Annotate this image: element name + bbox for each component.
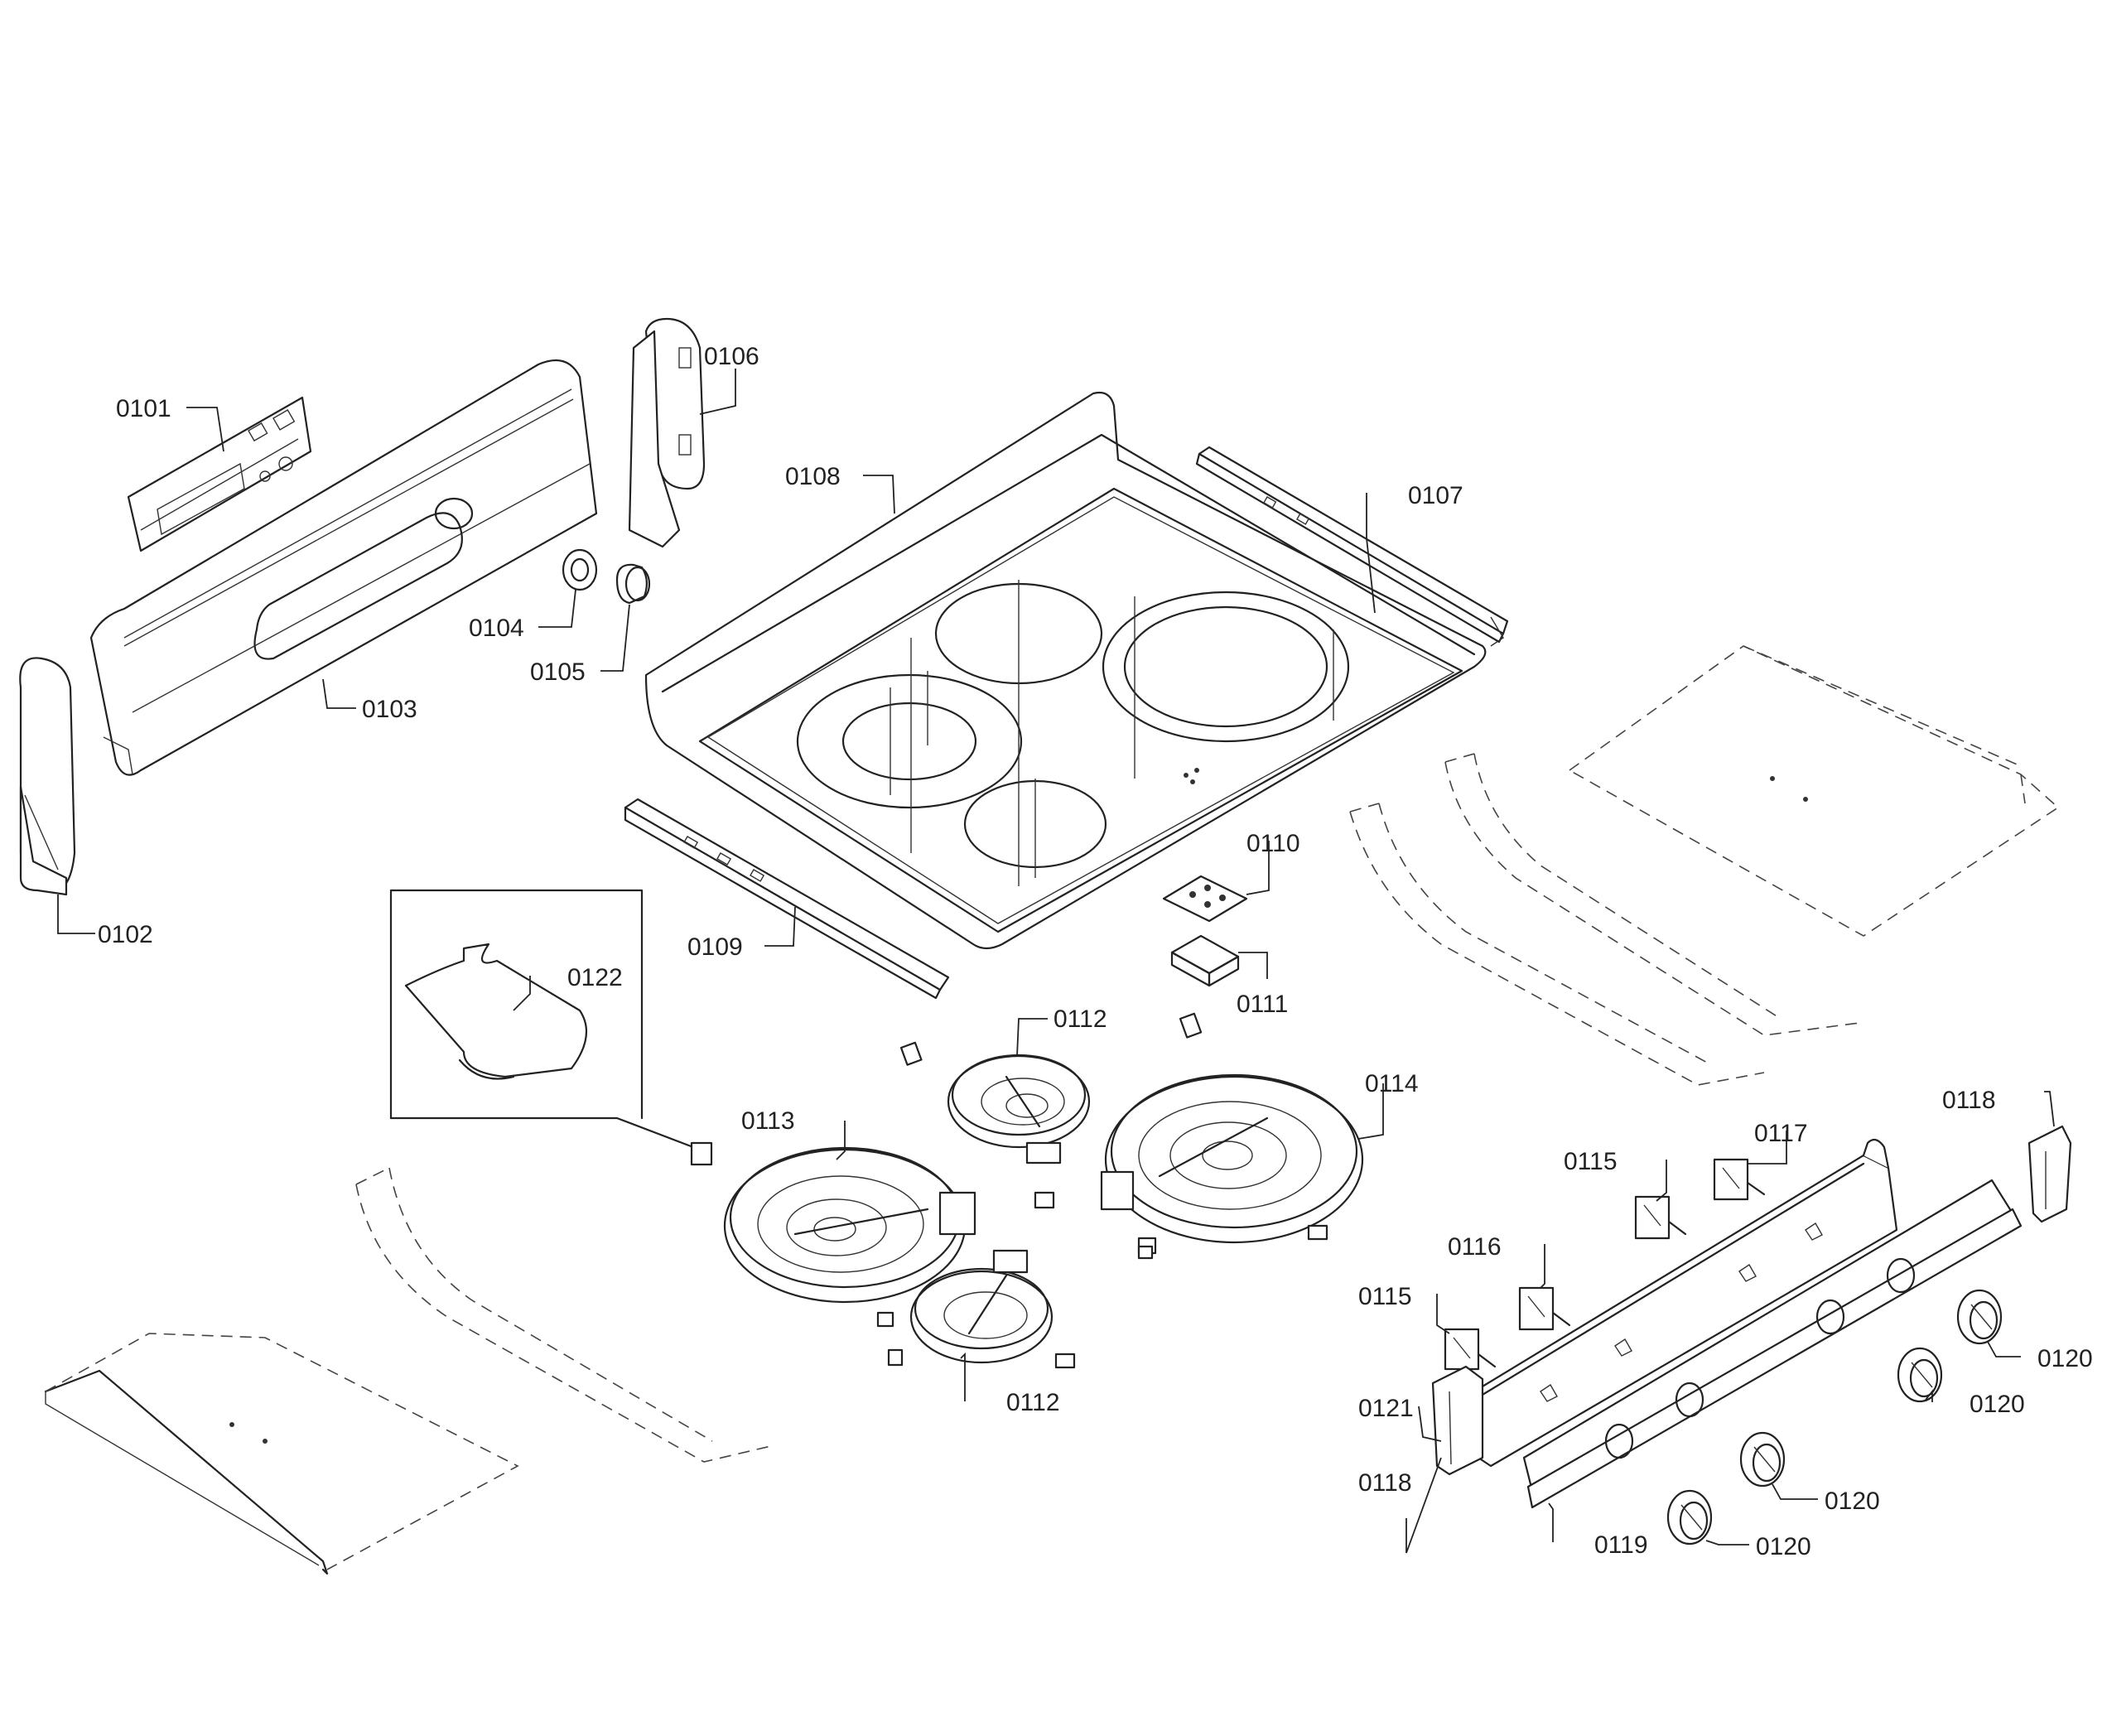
- part-0105-knob: [615, 563, 651, 605]
- side-panel-left-strip: [355, 1167, 775, 1463]
- part-0110-indicator-light: [1162, 875, 1248, 923]
- part-0101-control-board: [127, 396, 312, 552]
- label-0122: 0122: [567, 964, 623, 991]
- label-0107: 0107: [1408, 482, 1463, 509]
- label-0110: 0110: [1246, 830, 1300, 857]
- part-0118-end-cap-upper: [2027, 1125, 2072, 1223]
- label-0106: 0106: [704, 343, 759, 370]
- label-0118-lower: 0118: [1358, 1469, 1412, 1497]
- part-0109-front-rail: [624, 798, 950, 1000]
- part-0103-backguard-panel: [89, 359, 598, 776]
- part-0112-element-lower: [909, 1249, 1054, 1364]
- part-0102-end-cap-left: [19, 657, 76, 896]
- part-0120-knob-c: [1739, 1431, 1786, 1488]
- label-0116: 0116: [1448, 1233, 1502, 1261]
- label-0114: 0114: [1365, 1070, 1419, 1097]
- part-0114-element-dual: [1100, 1073, 1364, 1244]
- side-panel-right-strip-lower: [1349, 803, 1765, 1086]
- part-0119-control-overlay: [1522, 1179, 2023, 1509]
- label-0119: 0119: [1594, 1531, 1648, 1559]
- label-0118-upper: 0118: [1942, 1087, 1996, 1114]
- burner-right: [1102, 591, 1350, 743]
- label-0115-right: 0115: [1564, 1148, 1618, 1175]
- part-0118-end-cap-lower: [1431, 1365, 1484, 1476]
- part-0120-knob-d: [1666, 1489, 1713, 1546]
- part-0122-clip-inset: [389, 889, 713, 1166]
- part-0112-element-upper: [947, 1054, 1091, 1165]
- label-0111: 0111: [1237, 991, 1288, 1018]
- burner-front-left: [796, 673, 1023, 809]
- part-labels: 0101 0102 0103 0104 0105 0106 0107 0108 …: [98, 343, 2093, 1560]
- label-0108: 0108: [785, 463, 841, 490]
- side-panel-right-shelf: [1568, 645, 2060, 937]
- part-0116-infinite-switch: [1518, 1286, 1571, 1331]
- part-0108-cooktop-glass: [644, 391, 1487, 950]
- part-0106-end-cap-right: [628, 317, 706, 548]
- label-0115-left: 0115: [1358, 1283, 1412, 1310]
- side-panel-left-shelf: [44, 1333, 519, 1575]
- label-0120-b: 0120: [1970, 1391, 2025, 1418]
- label-0113: 0113: [741, 1107, 795, 1135]
- part-0120-knob-b: [1897, 1347, 1943, 1403]
- label-0120-c: 0120: [1825, 1488, 1880, 1515]
- label-0121: 0121: [1358, 1395, 1414, 1422]
- label-0117: 0117: [1754, 1120, 1808, 1147]
- side-panel-right-strip-upper: [1444, 753, 1860, 1036]
- leader-lines: [57, 369, 2055, 1554]
- label-0112-upper: 0112: [1054, 1005, 1107, 1033]
- label-0103: 0103: [362, 696, 417, 723]
- part-0104-bezel: [562, 548, 598, 591]
- label-0120-a: 0120: [2037, 1345, 2093, 1372]
- part-0115-infinite-switch-b: [1634, 1195, 1687, 1240]
- label-0101: 0101: [116, 395, 171, 422]
- part-0117-infinite-switch: [1713, 1158, 1766, 1201]
- part-0113-element-large-left: [723, 1146, 976, 1304]
- label-0109: 0109: [687, 933, 743, 961]
- part-0120-knob-a: [1956, 1289, 2003, 1345]
- part-0107-rear-rail: [1195, 446, 1509, 647]
- label-0120-d: 0120: [1756, 1533, 1811, 1560]
- label-0104: 0104: [469, 615, 524, 642]
- label-0105: 0105: [530, 658, 586, 686]
- part-0115-infinite-switch-a: [1444, 1328, 1497, 1371]
- label-0112-lower: 0112: [1006, 1389, 1060, 1416]
- element-clips: [876, 1012, 1328, 1369]
- part-0111-switch: [1170, 934, 1240, 987]
- label-0102: 0102: [98, 921, 153, 948]
